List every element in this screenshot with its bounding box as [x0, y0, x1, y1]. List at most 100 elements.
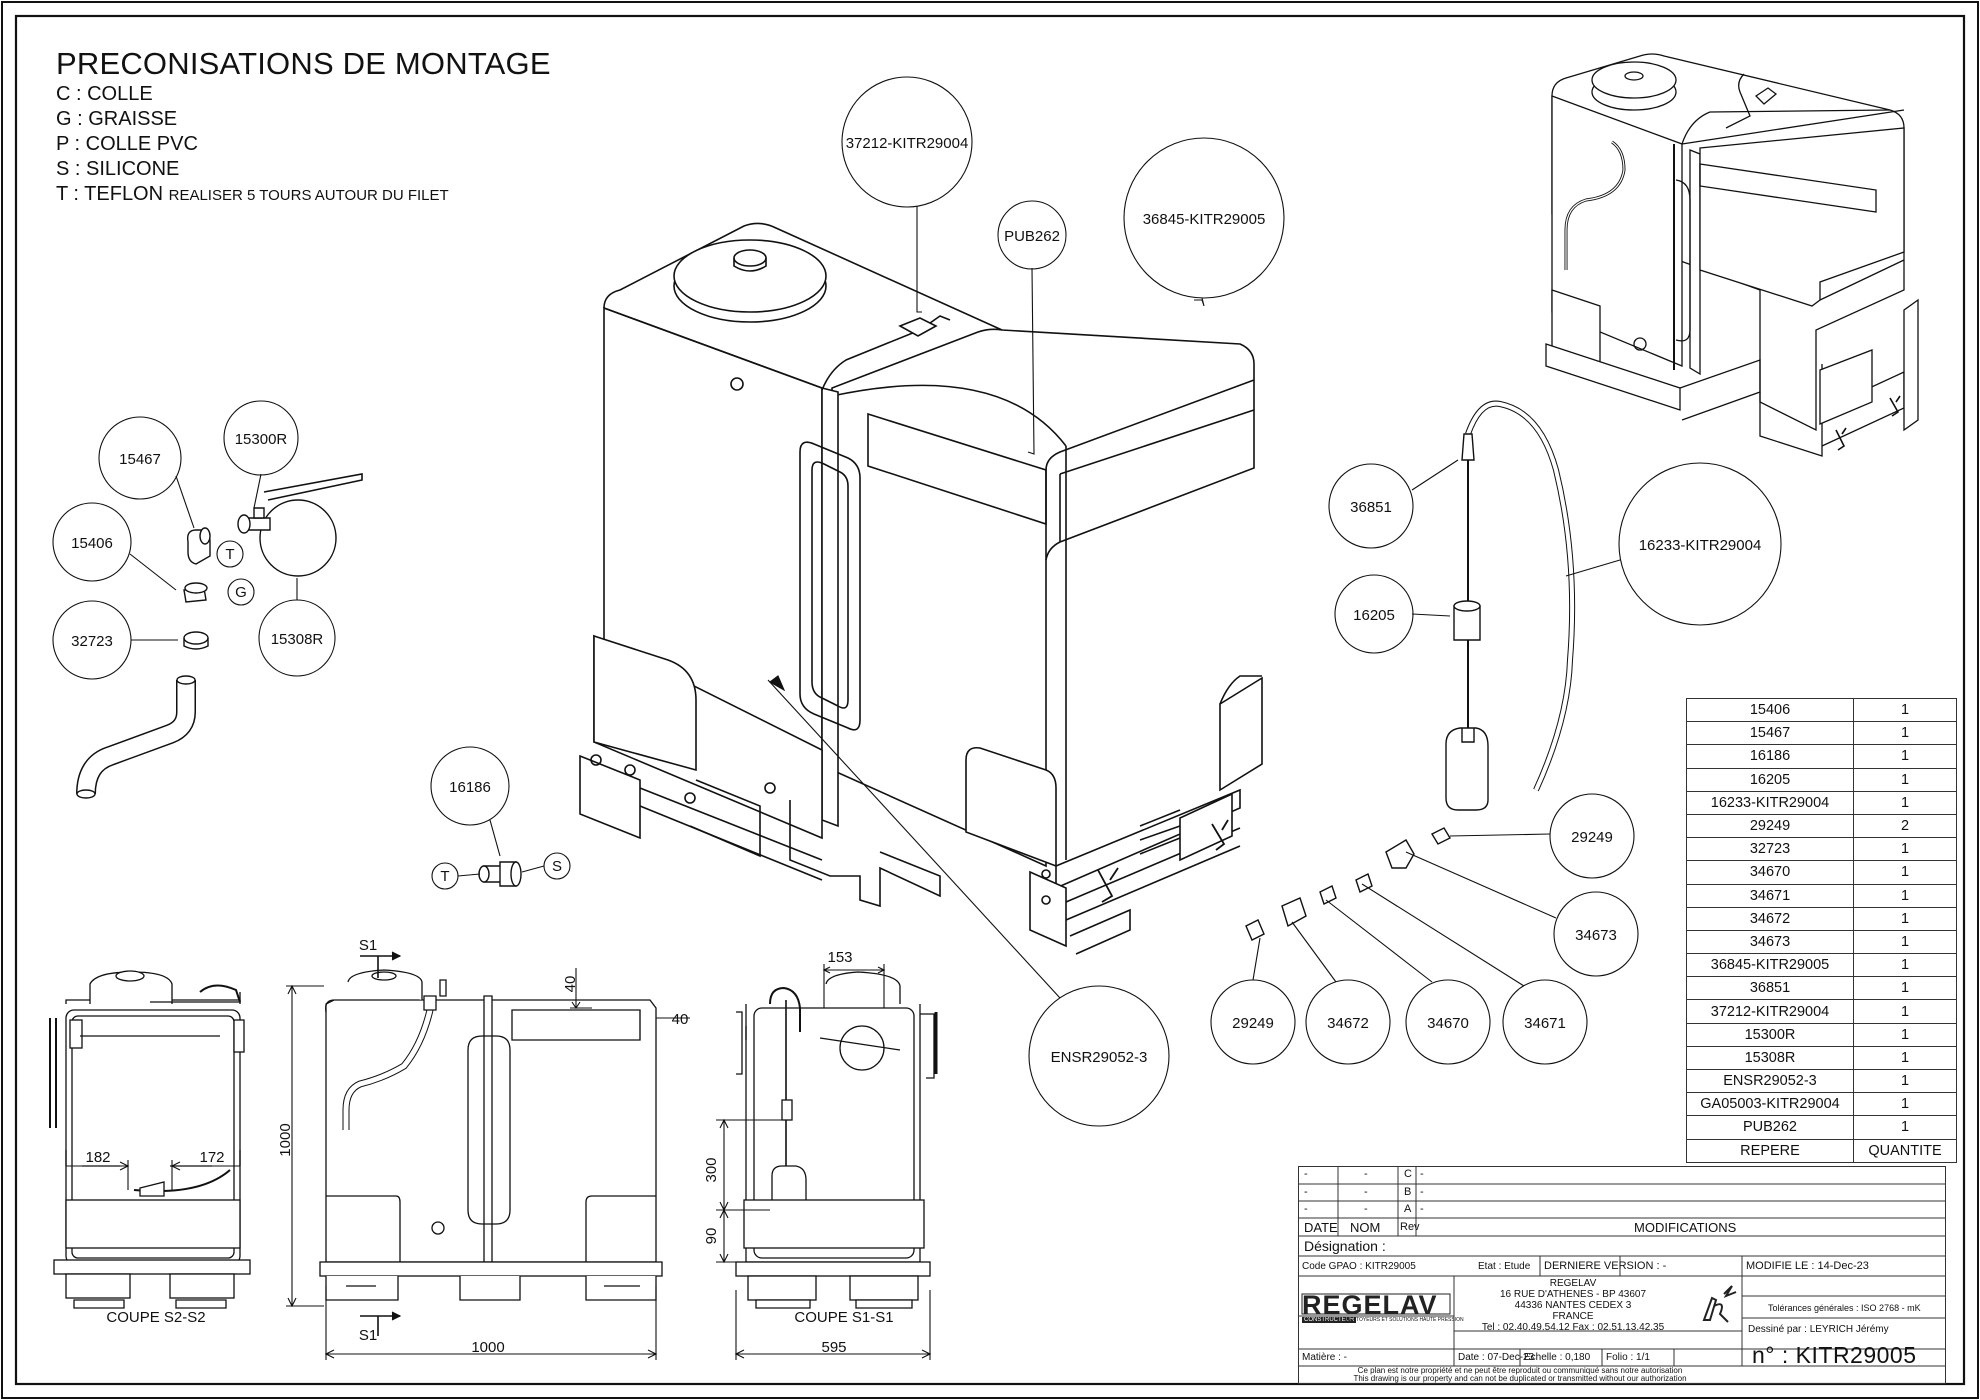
- rev-a-modif: -: [1420, 1203, 1424, 1215]
- note-line-colle-pvc: P : COLLE PVC: [56, 133, 198, 155]
- balloon-15406: 15406: [71, 535, 113, 552]
- bom-repere: 34673: [1686, 929, 1854, 955]
- teflon-label: T : TEFLON: [56, 183, 164, 205]
- inner-border: [14, 14, 1966, 1386]
- rev-b-index: B: [1404, 1186, 1412, 1198]
- balloon-34671: 34671: [1524, 1015, 1566, 1032]
- bom-repere: PUB262: [1686, 1115, 1854, 1140]
- col-nom: NOM: [1350, 1220, 1381, 1235]
- bom-repere: 15300R: [1686, 1022, 1854, 1047]
- balloon-labels: 37212-KITR29004 PUB262 36845-KITR29005 1…: [71, 135, 1761, 1066]
- note-line-graisse: G : GRAISSE: [56, 108, 178, 130]
- tolerances: Tolérances générales : ISO 2768 - mK: [1768, 1303, 1921, 1313]
- bom-quantite: 1: [1853, 1092, 1957, 1117]
- bom-quantite: 1: [1853, 1045, 1957, 1071]
- bom-quantite: 1: [1853, 976, 1957, 1001]
- bom-quantite: 1: [1853, 860, 1957, 885]
- teflon-note: REALISER 5 TOURS AUTOUR DU FILET: [168, 187, 449, 204]
- dim-90: 90: [703, 1228, 720, 1245]
- bom-quantite: 1: [1853, 999, 1957, 1024]
- balloon-36845: 36845-KITR29005: [1143, 211, 1266, 228]
- balloon-15300r: 15300R: [235, 431, 288, 448]
- dimension-lines: [66, 951, 932, 1360]
- coupe-s1-view: [735, 971, 938, 1309]
- bom-quantite: 1: [1853, 767, 1957, 792]
- bom-repere: 37212-KITR29004: [1686, 999, 1854, 1024]
- section-arrow-s1-bottom: S1: [359, 1327, 377, 1344]
- rev-c-modif: -: [1420, 1168, 1424, 1180]
- notes-title: PRECONISATIONS DE MONTAGE: [56, 46, 551, 81]
- bom-repere: 34671: [1686, 883, 1854, 908]
- bom-repere: 15406: [1686, 697, 1854, 723]
- bom-quantite: 1: [1853, 1068, 1957, 1094]
- phone-fax: Tel : 02.40.49.54.12 Fax : 02.51.13.42.3…: [1481, 1322, 1665, 1333]
- address-line-4: FRANCE: [1552, 1311, 1594, 1322]
- matiere: Matière : -: [1302, 1352, 1348, 1363]
- designation-label: Désignation :: [1304, 1238, 1386, 1254]
- balloon-29249-b: 29249: [1232, 1015, 1274, 1032]
- col-rev: Rev: [1400, 1221, 1420, 1233]
- bom-repere: ENSR29052-3: [1686, 1068, 1854, 1094]
- dim-300: 300: [703, 1157, 720, 1182]
- balloon-16233: 16233-KITR29004: [1639, 537, 1762, 554]
- derniere-version: DERNIERE VERSION : -: [1544, 1260, 1667, 1272]
- address-line-3: 44336 NANTES CEDEX 3: [1514, 1300, 1632, 1311]
- rev-b-nom: -: [1364, 1186, 1368, 1198]
- coupe-s2-view: [49, 970, 251, 1309]
- code-gpao: Code GPAO : KITR29005: [1302, 1261, 1416, 1272]
- dim-182: 182: [85, 1149, 110, 1166]
- etat: Etat : Etude: [1478, 1261, 1531, 1272]
- bom-quantite: 1: [1853, 744, 1957, 769]
- rev-b-modif: -: [1420, 1186, 1424, 1198]
- balloon-g: G: [235, 584, 247, 601]
- balloon-29249-a: 29249: [1571, 829, 1613, 846]
- dim-1000-horizontal: 1000: [471, 1339, 504, 1356]
- dim-595: 595: [821, 1339, 846, 1356]
- balloon-36851: 36851: [1350, 499, 1392, 516]
- bom-header-repere: REPERE: [1686, 1138, 1854, 1163]
- balloon-37212: 37212-KITR29004: [846, 135, 969, 152]
- title-block-grid: [1298, 1166, 1946, 1384]
- echelle: Echelle : 0,180: [1524, 1352, 1591, 1363]
- balloon-t-1: T: [225, 546, 234, 563]
- address-line-1: REGELAV: [1549, 1278, 1597, 1289]
- dim-153: 153: [827, 949, 852, 966]
- section-arrow-s1-top: S1: [359, 937, 377, 954]
- bom-repere: 15308R: [1686, 1045, 1854, 1071]
- note-line-colle: C : COLLE: [56, 83, 153, 105]
- assembly-notes: PRECONISATIONS DE MONTAGE C : COLLE G : …: [56, 46, 551, 208]
- small-fittings-right: [1245, 827, 1451, 941]
- rev-c-index: C: [1404, 1168, 1412, 1180]
- bom-repere: 16186: [1686, 744, 1854, 769]
- bom-quantite: 2: [1853, 813, 1957, 839]
- balloon-15467: 15467: [119, 451, 161, 468]
- company-logo-text: REGELAV: [1302, 1290, 1438, 1320]
- main-tank-view: [579, 222, 1263, 955]
- address-line-2: 16 RUE D'ATHENES - BP 43607: [1499, 1289, 1647, 1300]
- bom-repere: 16233-KITR29004: [1686, 790, 1854, 815]
- dimension-labels: 40 40 153 1000 1000 182 172 300 90 595 S…: [85, 937, 893, 1356]
- bom-repere: GA05003-KITR29004: [1686, 1092, 1854, 1117]
- level-sensor: [1445, 400, 1576, 811]
- front-view: [319, 969, 663, 1301]
- bom-quantite: 1: [1853, 906, 1957, 931]
- dim-1000-vertical: 1000: [277, 1123, 294, 1156]
- date: Date : 07-Dec-23: [1458, 1352, 1535, 1363]
- balloon-34670: 34670: [1427, 1015, 1469, 1032]
- bom-quantite: 1: [1853, 953, 1957, 978]
- bom-repere: 34670: [1686, 860, 1854, 885]
- balloon-15308r: 15308R: [271, 631, 324, 648]
